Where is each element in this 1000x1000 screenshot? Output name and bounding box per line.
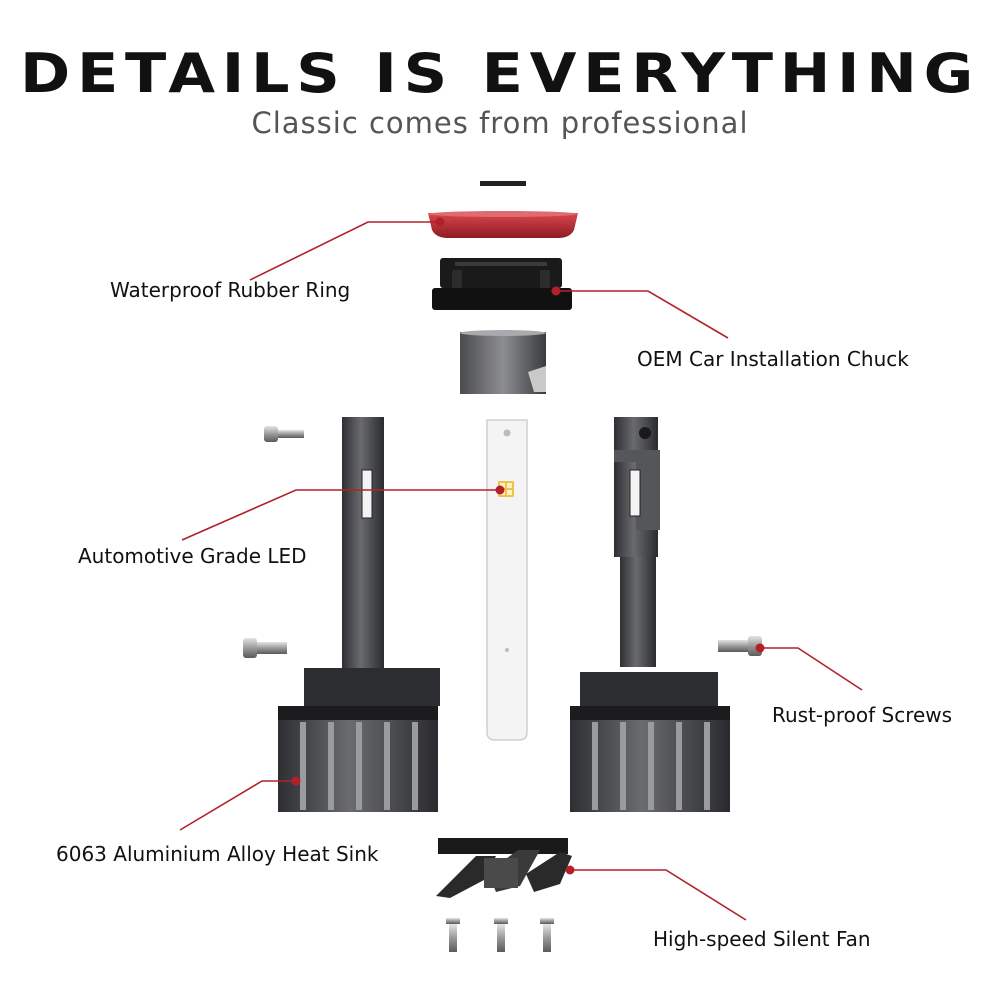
callout-led: Automotive Grade LED bbox=[78, 544, 307, 568]
rubber-ring bbox=[428, 211, 578, 238]
callout-dots bbox=[291, 217, 765, 875]
leader-chuck bbox=[556, 290, 729, 339]
bottom-screw-1 bbox=[446, 918, 460, 952]
led-board bbox=[486, 419, 528, 741]
screw-mid-right bbox=[718, 636, 762, 656]
leader-rubber-ring bbox=[249, 221, 440, 281]
metal-sleeve bbox=[460, 330, 546, 394]
bottom-screw-2 bbox=[494, 918, 508, 952]
right-heat-sink bbox=[570, 417, 730, 812]
leader-led bbox=[181, 489, 500, 541]
callout-heat-sink: 6063 Aluminium Alloy Heat Sink bbox=[56, 842, 379, 866]
callout-leaders bbox=[179, 221, 863, 921]
screw-mid-left bbox=[243, 638, 287, 658]
callout-rubber-ring: Waterproof Rubber Ring bbox=[110, 278, 351, 302]
leader-screws bbox=[760, 647, 863, 691]
callout-fan: High-speed Silent Fan bbox=[653, 927, 871, 951]
silent-fan bbox=[436, 838, 572, 898]
left-heat-sink bbox=[278, 417, 440, 812]
callout-chuck: OEM Car Installation Chuck bbox=[637, 347, 909, 371]
installation-chuck bbox=[432, 258, 572, 310]
callout-screws: Rust-proof Screws bbox=[772, 703, 953, 727]
headline: DETAILS IS EVERYTHING bbox=[20, 42, 980, 105]
leader-heat-sink bbox=[179, 780, 296, 831]
tagline: Classic comes from professional bbox=[251, 106, 749, 140]
screw-top-left bbox=[264, 426, 304, 442]
leader-fan bbox=[570, 869, 747, 921]
top-cap bbox=[480, 181, 526, 186]
bottom-screw-3 bbox=[540, 918, 554, 952]
